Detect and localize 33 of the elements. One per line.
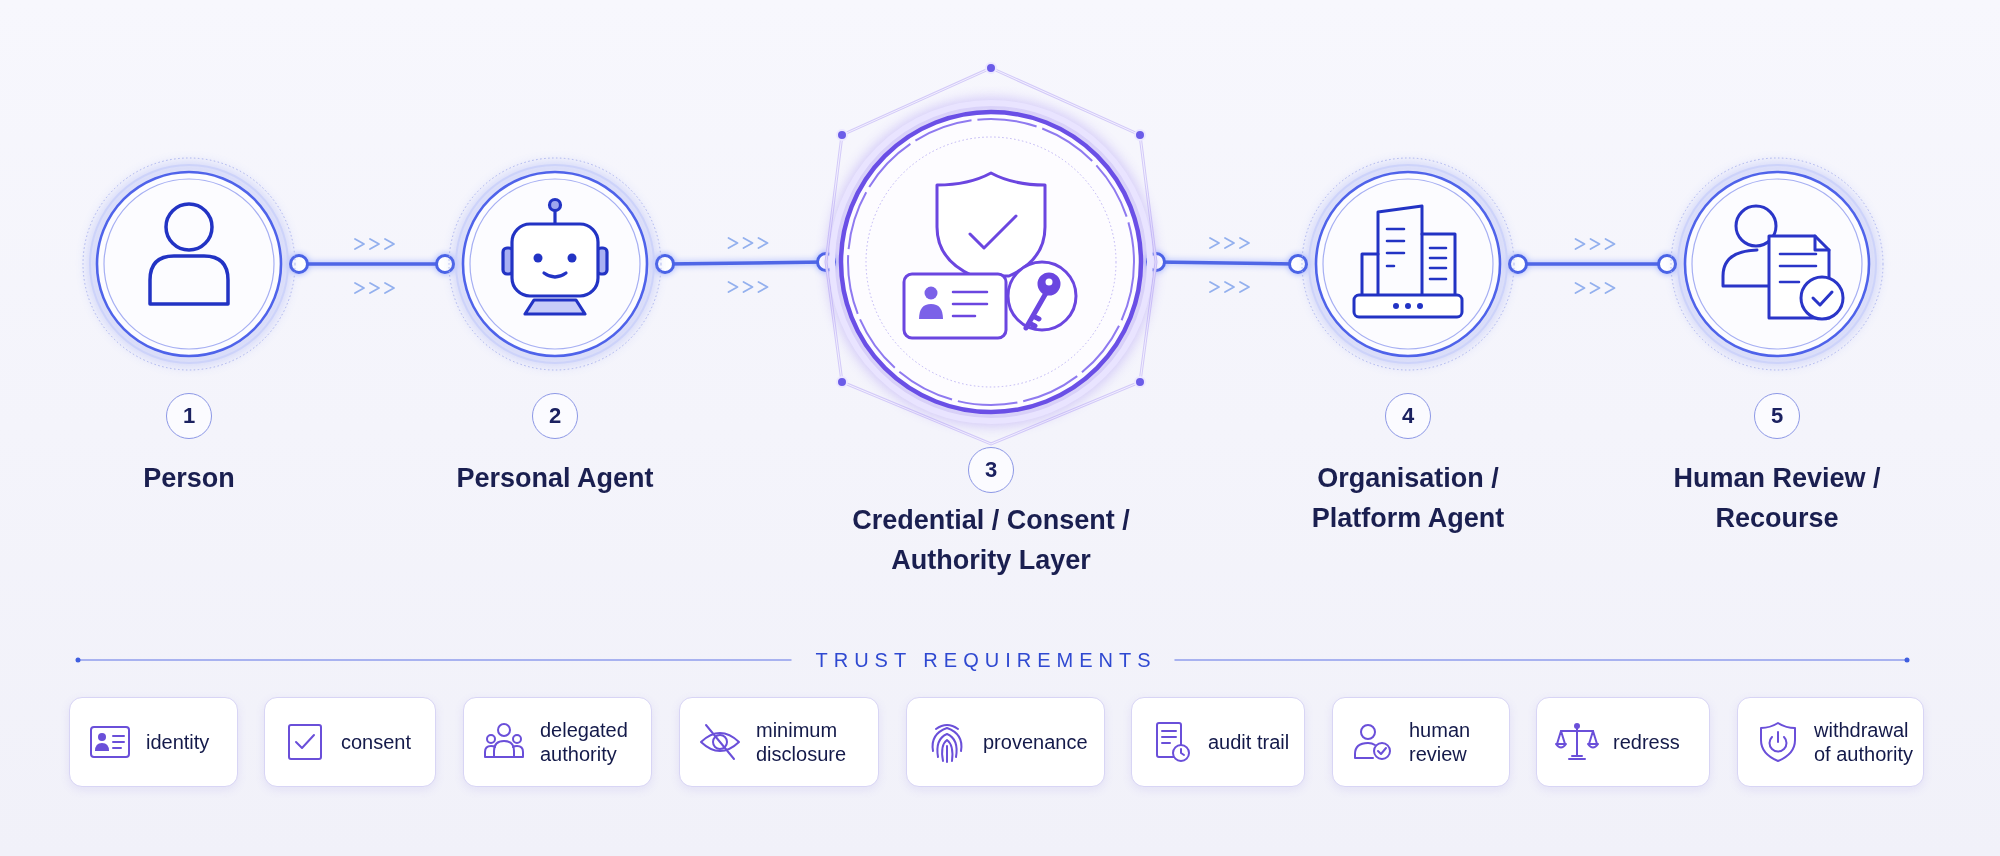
step-number: 4: [1385, 393, 1431, 439]
requirement-card: [1737, 697, 1924, 787]
step-number: 1: [166, 393, 212, 439]
requirement-label: human review: [1409, 718, 1472, 766]
requirement-label: provenance: [983, 730, 1088, 754]
flow-connector: [289, 254, 455, 274]
flow-connector: [655, 252, 836, 274]
requirement-card: [69, 697, 238, 787]
requirement-label: redress: [1613, 730, 1680, 754]
step-number: 5: [1754, 393, 1800, 439]
step-label: Personal Agent: [456, 462, 654, 495]
requirement-card: [1536, 697, 1710, 787]
flow-connector: [1508, 254, 1677, 274]
requirement-card: [463, 697, 652, 787]
flow-connector: [1146, 252, 1308, 274]
step-label: Person: [143, 462, 235, 495]
step-number: 2: [532, 393, 578, 439]
requirement-card: [906, 697, 1105, 787]
requirement-card: [1131, 697, 1305, 787]
requirement-card: [679, 697, 879, 787]
requirement-label: identity: [146, 730, 210, 754]
step-label: Credential / Consent / Authority Layer: [851, 504, 1131, 577]
step-label: Human Review / Recourse: [1672, 462, 1882, 535]
requirement-card: [1332, 697, 1510, 787]
step-label: Organisation / Platform Agent: [1310, 462, 1506, 535]
requirement-label: consent: [341, 730, 412, 754]
requirement-label: withdrawal of authority: [1814, 718, 1914, 766]
step-number: 3: [968, 447, 1014, 493]
requirement-card: [264, 697, 436, 787]
requirement-label: minimum disclosure: [756, 718, 848, 766]
requirement-label: delegated authority: [540, 718, 629, 766]
requirement-label: audit trail: [1208, 730, 1290, 754]
section-heading: TRUST REQUIREMENTS: [815, 648, 1157, 672]
